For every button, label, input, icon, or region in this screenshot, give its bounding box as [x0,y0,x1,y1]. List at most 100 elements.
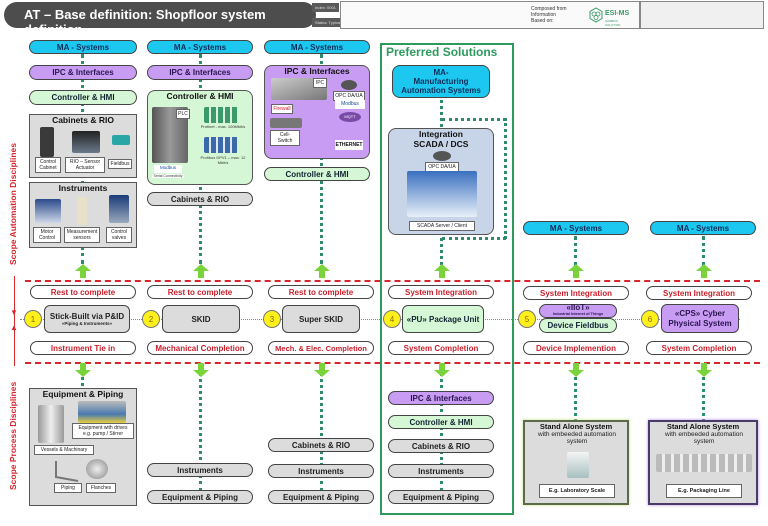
opc-logo-image [341,80,357,90]
fieldbus-label: Fieldbus [108,159,132,169]
connector-col6-top [702,236,705,266]
modbus-logo: Modbus [154,165,182,173]
device-fieldbus-box[interactable]: Device Fieldbus [539,318,617,333]
stand-alone-title: Stand Alone System [539,422,613,431]
arrow-up-green-icon [193,264,209,278]
equipment-piping-box[interactable]: Equipment & Piping [388,490,494,504]
profibus-image [204,137,238,153]
connector-col4-bottom [440,372,443,492]
instruments-box[interactable]: Instruments [268,464,374,478]
instruments-panel: Instruments Motor Control Measurement se… [29,182,137,248]
ipc-interfaces-box[interactable]: IPC & Interfaces [388,391,494,405]
scada-network-image [407,171,477,217]
arrow-up-green-icon [434,264,450,278]
iiot-title: «IIoT» [566,303,590,312]
piping-label: Piping [54,483,82,493]
connector-col3-top [320,54,323,264]
system-integration-label: System Integration [646,286,752,300]
ipc-label: IPC [313,78,327,88]
cabinets-rio-box[interactable]: Cabinets & RIO [147,192,253,206]
device-implemention-label: Device Implemention [523,341,629,355]
ma-systems-box[interactable]: MA - Systems [650,221,756,235]
connector-col4-bypass-v [504,118,507,239]
firewall-label: Firewall [271,104,293,114]
stand-alone-lab-panel: Stand Alone System with embeeded automat… [523,420,629,505]
ma-manufacturing-box[interactable]: MA- Manufacturing Automation Systems [392,65,490,98]
flanches-label: Flanches [86,483,116,493]
panel-title: Integration SCADA / DCS [413,129,469,149]
stick-built-box[interactable]: Stick-Built via P&ID «Piping & Instrumen… [44,305,130,333]
arrow-up-green-icon [75,264,91,278]
mqtt-logo: MQTT [339,112,361,122]
motor-control-image [35,199,61,223]
cabinets-rio-panel: Cabinets & RIO Control Cabinet RIO – Sen… [29,114,137,178]
stand-alone-subtitle: with embeeded automation system [664,431,744,445]
skid-box[interactable]: SKID [162,305,240,333]
arrow-down-green-icon [696,363,712,377]
control-valves-label: Control valves [106,227,132,243]
controller-hmi-box[interactable]: Controller & HMI [388,415,494,429]
arrow-down-green-icon [568,363,584,377]
equipment-piping-box[interactable]: Equipment & Piping [268,490,374,504]
instruments-box[interactable]: Instruments [388,464,494,478]
step-number-2: 2 [142,310,160,328]
rio-label: RIO – Sensor Actuator [65,157,105,173]
arrow-up-green-icon [568,264,584,278]
scope-process-label: Scope Process Disciplines [8,381,18,490]
step-number-1: 1 [24,310,42,328]
packaging-line-example: E.g. Packaging Line [666,484,742,498]
system-completion-label: System Completion [388,341,494,355]
connector-col1-bottom [81,372,84,392]
arrow-up-green-icon [696,264,712,278]
ma-systems-box[interactable]: MA - Systems [264,40,370,54]
step-number-4: 4 [383,310,401,328]
cell-switch-label: Cell- Switch [270,130,300,146]
controller-hmi-box[interactable]: Controller & HMI [264,167,370,181]
ma-systems-box[interactable]: MA - Systems [29,40,137,54]
modbus-logo: Modbus [335,100,365,109]
piping-icon [55,461,79,482]
measurement-sensors-label: Measurement sensors [64,227,100,243]
mech-elec-completion-label: Mech. & Elec. Completion [268,341,374,355]
controller-hmi-panel: Controller & HMI PLC Profinet - max. 100… [147,90,253,185]
arrow-up-icon: ▲ [10,323,18,332]
lower-boundary-line [25,362,760,364]
package-unit-box[interactable]: «PU» Package Unit [402,305,484,333]
info-line-2: Information [531,12,557,18]
version-tag: Index: 0001 [312,3,339,12]
rest-to-complete-label: Rest to complete [147,285,253,299]
opc-logo-image [433,151,451,161]
info-line-1: Composed from [531,6,567,12]
connector-col2-bottom [199,372,202,492]
equipment-piping-box[interactable]: Equipment & Piping [147,490,253,504]
arrow-down-green-icon [75,363,91,377]
logo-hexagon-icon [589,7,603,23]
stand-alone-subtitle: with embeeded automation system [537,431,617,445]
cabinets-rio-box[interactable]: Cabinets & RIO [388,439,494,453]
control-cabinet-image [40,127,54,157]
control-cabinet-label: Control Cabinet [35,157,61,173]
panel-title: Controller & HMI [166,91,234,101]
preferred-solutions-frame [380,43,514,515]
arrow-up-green-icon [314,264,330,278]
ipc-interfaces-box[interactable]: IPC & Interfaces [29,65,137,80]
controller-hmi-box[interactable]: Controller & HMI [29,90,137,105]
company-logo: ESI-MS SAMBOX SOLUTION [589,4,633,27]
ipc-interfaces-panel: IPC & Interfaces IPC Firewall OPC DA/UA … [264,65,370,159]
cabinets-rio-box[interactable]: Cabinets & RIO [268,438,374,452]
super-skid-box[interactable]: Super SKID [282,305,360,333]
vessels-label: Vessels & Machinary [34,445,94,455]
ipc-interfaces-box[interactable]: IPC & Interfaces [147,65,253,80]
profibus-label: Profibus DPV1 – max. 12 Mbit/s [200,155,246,165]
ma-systems-box[interactable]: MA - Systems [523,221,629,235]
ma-systems-box[interactable]: MA - Systems [147,40,253,54]
iiot-box[interactable]: «IIoT» Industrial Internet of Things [539,304,617,318]
equipment-drives-label: Equipment with drives e.g. pump / Stirre… [72,423,134,439]
cps-box[interactable]: «CPS» Cyber Physical System [661,304,739,333]
connector-col5-bottom [574,372,577,422]
info-box: Composed from Information Based on: ESI-… [340,1,640,29]
arrow-down-green-icon [434,363,450,377]
connector-col5-top [574,236,577,266]
instruments-box[interactable]: Instruments [147,463,253,477]
system-completion-label: System Completion [646,341,752,355]
